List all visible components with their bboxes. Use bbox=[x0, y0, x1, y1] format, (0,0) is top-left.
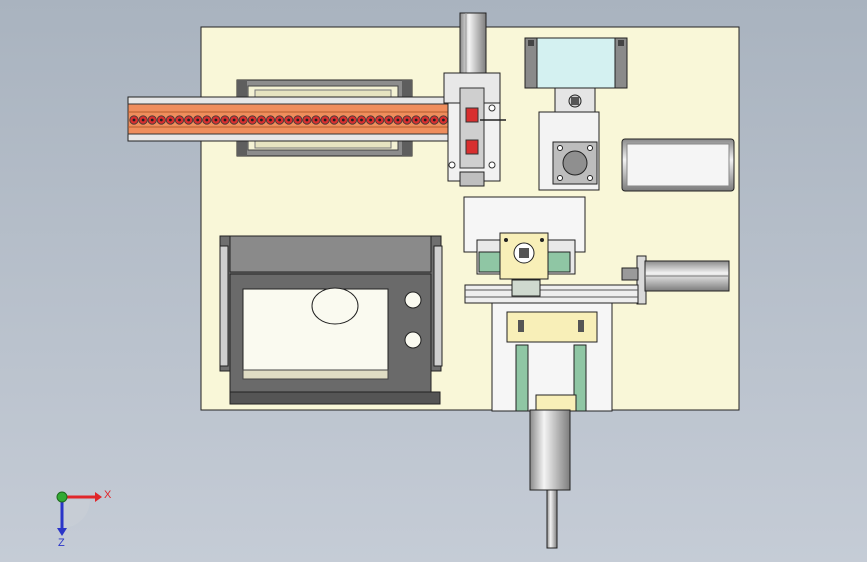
roller-hub-15 bbox=[269, 118, 272, 122]
roller-hub-28 bbox=[387, 118, 391, 122]
roller-hub-21 bbox=[323, 118, 327, 122]
roller-hub-5 bbox=[178, 118, 181, 122]
center-slide-block bbox=[463, 196, 586, 280]
roller-hub-24 bbox=[351, 118, 354, 122]
gear-motor-coupler bbox=[538, 87, 600, 191]
roller-hub-12 bbox=[241, 118, 245, 122]
bottom-lift-cylinder bbox=[529, 409, 571, 549]
roller-hub-33 bbox=[432, 118, 436, 122]
linear-guide-rail bbox=[464, 279, 639, 304]
conveyor-rollers bbox=[129, 115, 467, 125]
right-control-box bbox=[621, 138, 735, 192]
vertical-slide-frame bbox=[491, 302, 613, 412]
coordinate-triad: X Z bbox=[56, 489, 112, 549]
roller-hub-16 bbox=[278, 118, 281, 122]
roller-hub-19 bbox=[305, 118, 309, 122]
roller-hub-0 bbox=[132, 118, 136, 122]
roller-hub-31 bbox=[414, 118, 418, 122]
roller-hub-3 bbox=[159, 118, 163, 122]
roller-hub-2 bbox=[150, 118, 154, 122]
roller-hub-6 bbox=[187, 118, 191, 122]
roller-hub-22 bbox=[332, 118, 336, 122]
roller-hub-25 bbox=[360, 118, 363, 122]
roller-hub-30 bbox=[405, 118, 409, 122]
roller-hub-18 bbox=[296, 118, 300, 122]
horizontal-push-cylinder bbox=[621, 255, 730, 305]
roller-hub-29 bbox=[396, 118, 400, 122]
x-axis-label: X bbox=[104, 489, 112, 501]
roller-hub-23 bbox=[341, 118, 345, 122]
roller-hub-34 bbox=[442, 118, 445, 122]
roller-hub-8 bbox=[205, 118, 209, 122]
roller-hub-7 bbox=[196, 118, 200, 122]
roller-hub-32 bbox=[423, 118, 427, 122]
roller-hub-20 bbox=[314, 118, 318, 122]
roller-hub-1 bbox=[141, 118, 145, 122]
conveyor-rail bbox=[127, 96, 481, 142]
roller-hub-26 bbox=[369, 118, 372, 122]
roller-hub-9 bbox=[214, 118, 218, 122]
roller-hub-27 bbox=[378, 118, 382, 122]
top-pusher-cylinder bbox=[443, 12, 506, 187]
z-axis-label: Z bbox=[58, 537, 65, 549]
roller-hub-13 bbox=[250, 118, 254, 122]
roller-hub-10 bbox=[223, 118, 227, 122]
roller-hub-4 bbox=[169, 118, 172, 122]
cyan-sensor-block bbox=[524, 37, 628, 89]
roller-hub-14 bbox=[260, 118, 263, 122]
lower-left-housing bbox=[219, 235, 443, 405]
roller-hub-17 bbox=[287, 118, 291, 122]
roller-hub-11 bbox=[232, 118, 236, 122]
